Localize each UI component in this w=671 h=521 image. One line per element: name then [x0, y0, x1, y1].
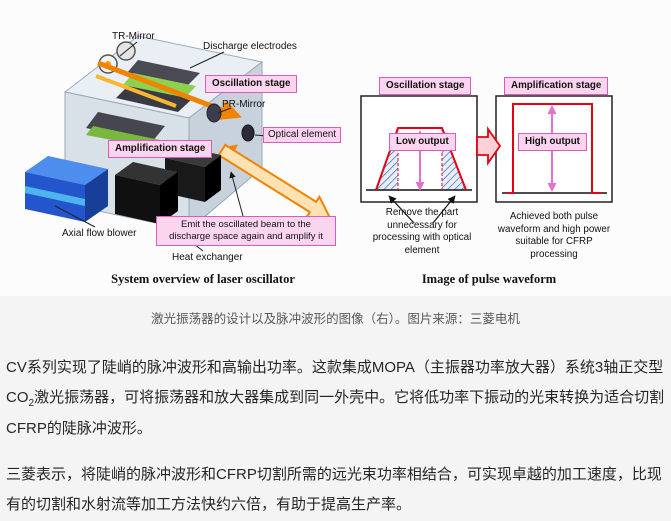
figure-caption-zh: 激光振荡器的设计以及脉冲波形的图像（右）。图片来源：三菱电机 — [151, 312, 520, 326]
low-output-waveform — [366, 127, 472, 191]
paragraph-1-text-a: CV系列实现了陡峭的脉冲波形和高输出功率。这款集成MOPA（主振器功率放大器）系… — [6, 359, 664, 406]
figure-drawing — [25, 35, 613, 252]
pr-mirror-shape — [206, 103, 222, 123]
paragraph-1-text-b: 激光振荡器，可将振荡器和放大器集成到同一外壳中。它将低功率下振动的光束转换为适合… — [6, 389, 665, 437]
low-output-label: Low output — [389, 133, 456, 152]
left-diagram-caption: System overview of laser oscillator — [111, 272, 295, 286]
amplification-stage-label-right: Amplification stage — [504, 77, 609, 96]
oscillation-stage-label-right: Oscillation stage — [379, 77, 472, 96]
right-diagram-caption: Image of pulse waveform — [421, 272, 557, 286]
paragraph-2: 三菱表示，将陡峭的脉冲波形和CFRP切割所需的远光束功率相结合，可实现卓越的加工… — [6, 466, 662, 513]
heat-exchanger-label: Heat exchanger — [172, 252, 243, 263]
pr-mirror-label: PR-Mirror — [222, 99, 266, 110]
remove-note: Remove the part unnecessary for processi… — [372, 207, 472, 257]
heat-exchanger-shape — [115, 146, 221, 224]
paragraph-1: CV系列实现了陡峭的脉冲波形和高输出功率。这款集成MOPA（主振器功率放大器）系… — [6, 353, 665, 444]
optical-element-label: Optical element — [263, 127, 342, 144]
amplification-stage-label-left: Amplification stage — [108, 140, 213, 159]
oscillation-stage-label-left: Oscillation stage — [205, 75, 298, 94]
figure-laser-oscillator: TR-Mirror Discharge electrodes Oscillati… — [25, 31, 613, 286]
blower-shape — [25, 156, 108, 222]
remove-note-leaders — [388, 195, 456, 224]
high-output-label: High output — [518, 133, 587, 152]
discharge-electrodes-label: Discharge electrodes — [203, 41, 297, 52]
emit-note: Emit the oscillated beam to the discharg… — [156, 216, 336, 246]
optical-element-shape — [241, 124, 255, 142]
transform-arrow — [476, 126, 502, 166]
achieve-note: Achieved both pulse waveform and high po… — [497, 211, 611, 261]
article-body: CV系列实现了陡峭的脉冲波形和高输出功率。这款集成MOPA（主振器功率放大器）系… — [0, 353, 671, 520]
tr-mirror-label: TR-Mirror — [112, 31, 155, 42]
co2-subscript: 2 — [28, 398, 35, 409]
axial-flow-blower-label: Axial flow blower — [62, 228, 137, 239]
